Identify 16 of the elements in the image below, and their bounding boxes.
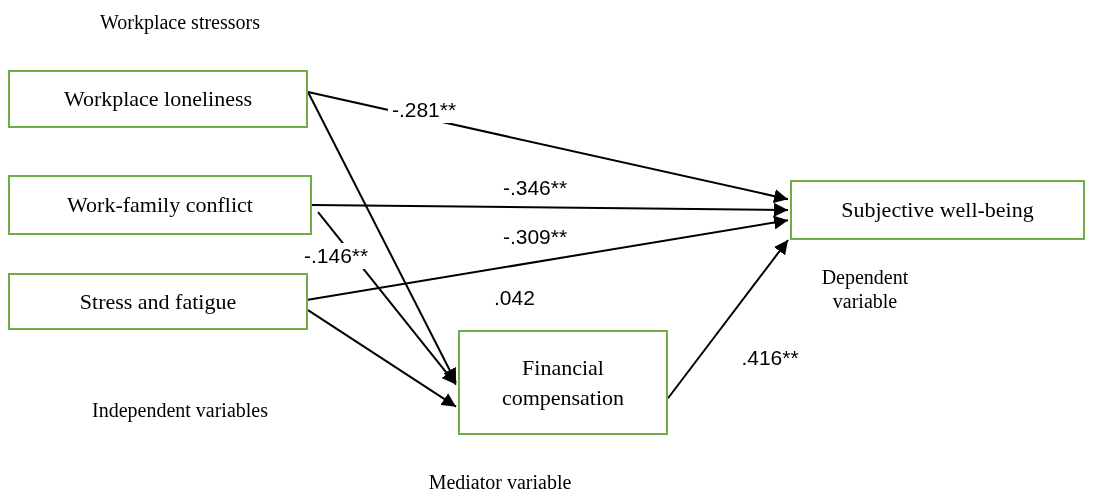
node-label: Work-family conflict xyxy=(67,191,253,219)
node-label: Workplace loneliness xyxy=(63,85,253,113)
variable-box xyxy=(8,70,308,128)
arrow xyxy=(307,91,789,203)
variable-box xyxy=(8,175,312,235)
arrow xyxy=(667,239,789,400)
node-label: Stress and fatigue xyxy=(79,287,237,316)
variable-box xyxy=(458,330,668,435)
variable-box xyxy=(790,180,1085,240)
variable-box xyxy=(8,273,308,330)
arrow xyxy=(307,215,789,301)
node-label: Financial compensation xyxy=(500,353,626,412)
arrow xyxy=(311,202,789,217)
node-label: Subjective well-being xyxy=(841,196,1034,224)
arrow xyxy=(307,309,457,408)
arrow xyxy=(307,91,457,384)
